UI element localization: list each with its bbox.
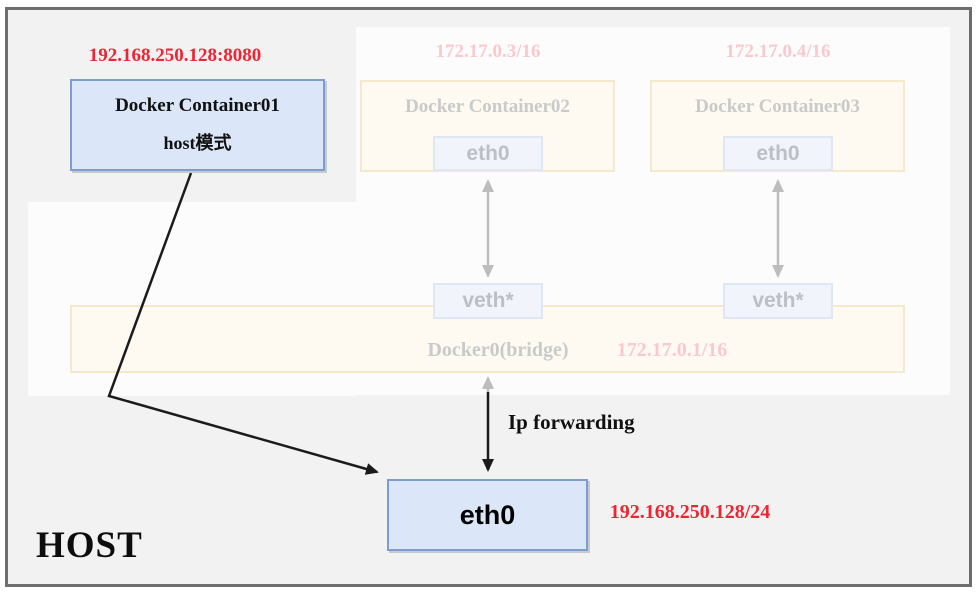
docker-container03-box: Docker Container03 [650,80,905,172]
docker-container02-title: Docker Container02 [405,96,570,117]
container01-ip: 192.168.250.128:8080 [88,45,262,66]
host-eth0-ip: 192.168.250.128/24 [609,501,771,523]
container03-eth0-box: eth0 [723,136,833,171]
veth-left-box: veth* [433,283,543,319]
container01-mode-label: host模式 [163,133,232,153]
host-title: HOST [36,525,143,566]
docker-container01-title: Docker Container01 [115,95,280,116]
container03-ip: 172.17.0.4/16 [725,41,831,62]
container02-eth0-box: eth0 [433,136,543,171]
veth-right-box: veth* [723,283,833,319]
docker0-bridge-ip: 172.17.0.1/16 [616,339,728,361]
host-eth0-label: eth0 [459,499,516,530]
ip-forwarding-label: Ip forwarding [508,410,635,434]
docker0-bridge-label: Docker0(bridge) [427,339,569,361]
host-eth0-box: eth0 [387,479,588,551]
container02-ip: 172.17.0.3/16 [435,41,541,62]
docker-container03-title: Docker Container03 [695,96,860,117]
docker-container01-box: Docker Container01 host模式 [70,79,325,171]
